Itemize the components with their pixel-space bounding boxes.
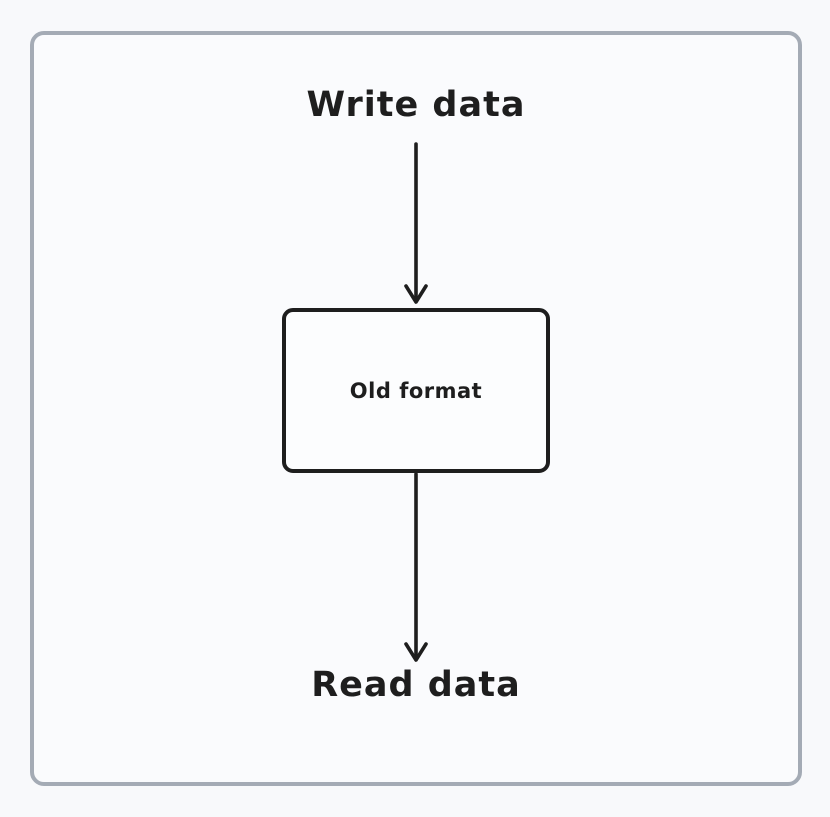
old-format-node: Old format bbox=[282, 308, 550, 473]
old-format-node-label: Old format bbox=[349, 378, 483, 403]
arrow-down-icon bbox=[404, 472, 428, 662]
diagram-frame: Write data Old format Read data bbox=[30, 31, 802, 786]
arrow-down-icon bbox=[404, 142, 428, 304]
write-data-label: Write data bbox=[306, 85, 526, 125]
read-data-label: Read data bbox=[311, 665, 521, 705]
